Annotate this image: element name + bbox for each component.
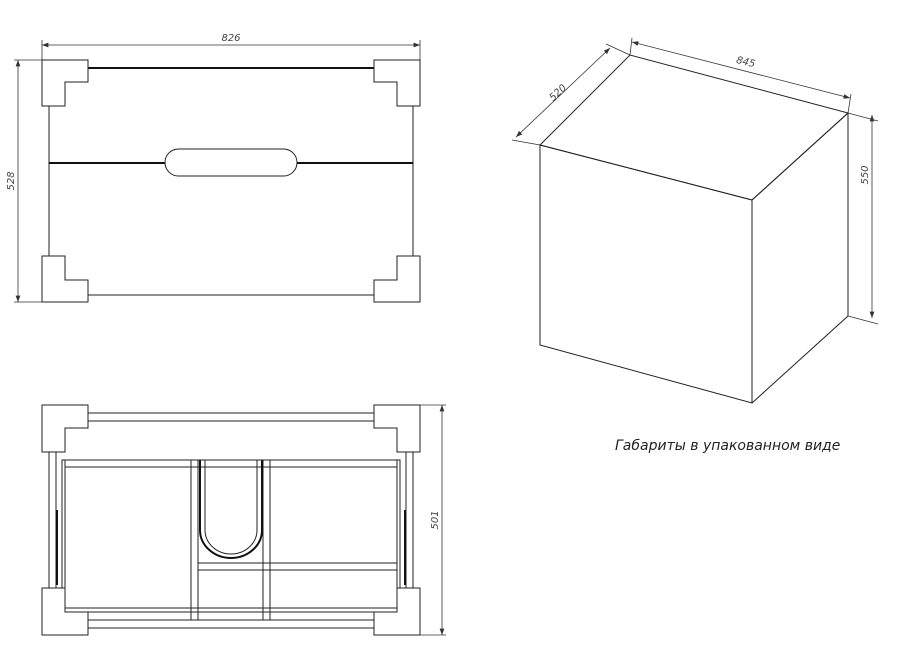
dimension-501: 501 (430, 510, 441, 529)
dimension-826: 826 (221, 33, 240, 44)
box-front-face (539, 144, 753, 404)
top-view: 826 528 (6, 33, 421, 303)
corner-protector (373, 255, 421, 303)
corner-protector (373, 587, 421, 636)
corner-protector (373, 404, 421, 453)
packaged-box-view: 520 845 550 Габариты в упакованном виде (511, 37, 879, 454)
corner-protector (41, 587, 89, 636)
dimension-528: 528 (6, 171, 17, 190)
dimension-550: 550 (860, 165, 871, 184)
handle-slot (164, 148, 298, 177)
corner-protector (41, 404, 89, 453)
caption: Габариты в упакованном виде (615, 438, 840, 454)
box-top-face (539, 54, 850, 201)
corner-protector (373, 59, 421, 107)
bottom-view: 501 (41, 404, 446, 636)
dimension-520: 520 (548, 83, 569, 104)
dimension-845: 845 (735, 55, 756, 70)
u-cutout (199, 460, 263, 559)
corner-protector (41, 59, 89, 107)
corner-protector (41, 255, 89, 303)
box-side-face (751, 111, 849, 404)
